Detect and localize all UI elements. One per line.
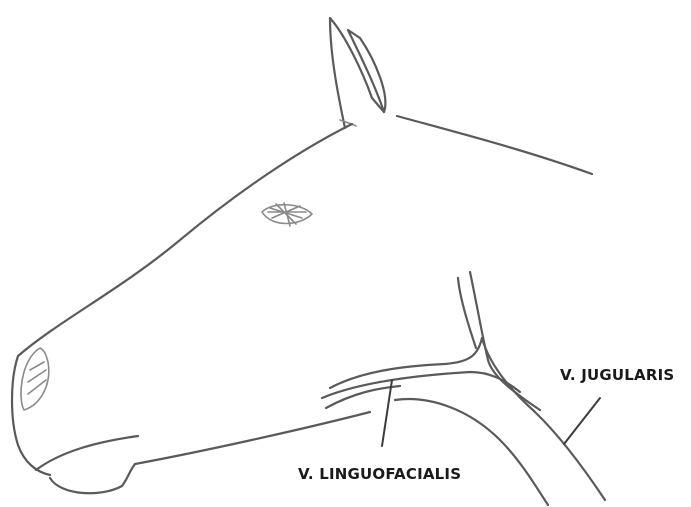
face-profile <box>18 124 352 356</box>
jugular-vein-upper <box>482 338 605 500</box>
upper-lip <box>36 436 138 470</box>
cheek-line <box>330 338 482 388</box>
jugularis-leader <box>564 398 600 444</box>
linguofacialis-leader <box>382 380 392 446</box>
label-v-linguofacialis: V. LINGUOFACIALIS <box>298 465 461 483</box>
nostril <box>21 348 49 410</box>
ear-inner <box>348 30 385 112</box>
jugular-vein-lower <box>395 399 548 505</box>
neck-crest <box>397 116 592 174</box>
ear-outline <box>330 18 384 128</box>
muzzle-front <box>12 356 50 475</box>
lower-lip <box>50 464 135 493</box>
jaw-line <box>135 412 370 464</box>
nostril-shading <box>28 362 46 394</box>
linguofacial-vein-upper <box>322 372 520 398</box>
label-v-jugularis: V. JUGULARIS <box>560 366 674 384</box>
